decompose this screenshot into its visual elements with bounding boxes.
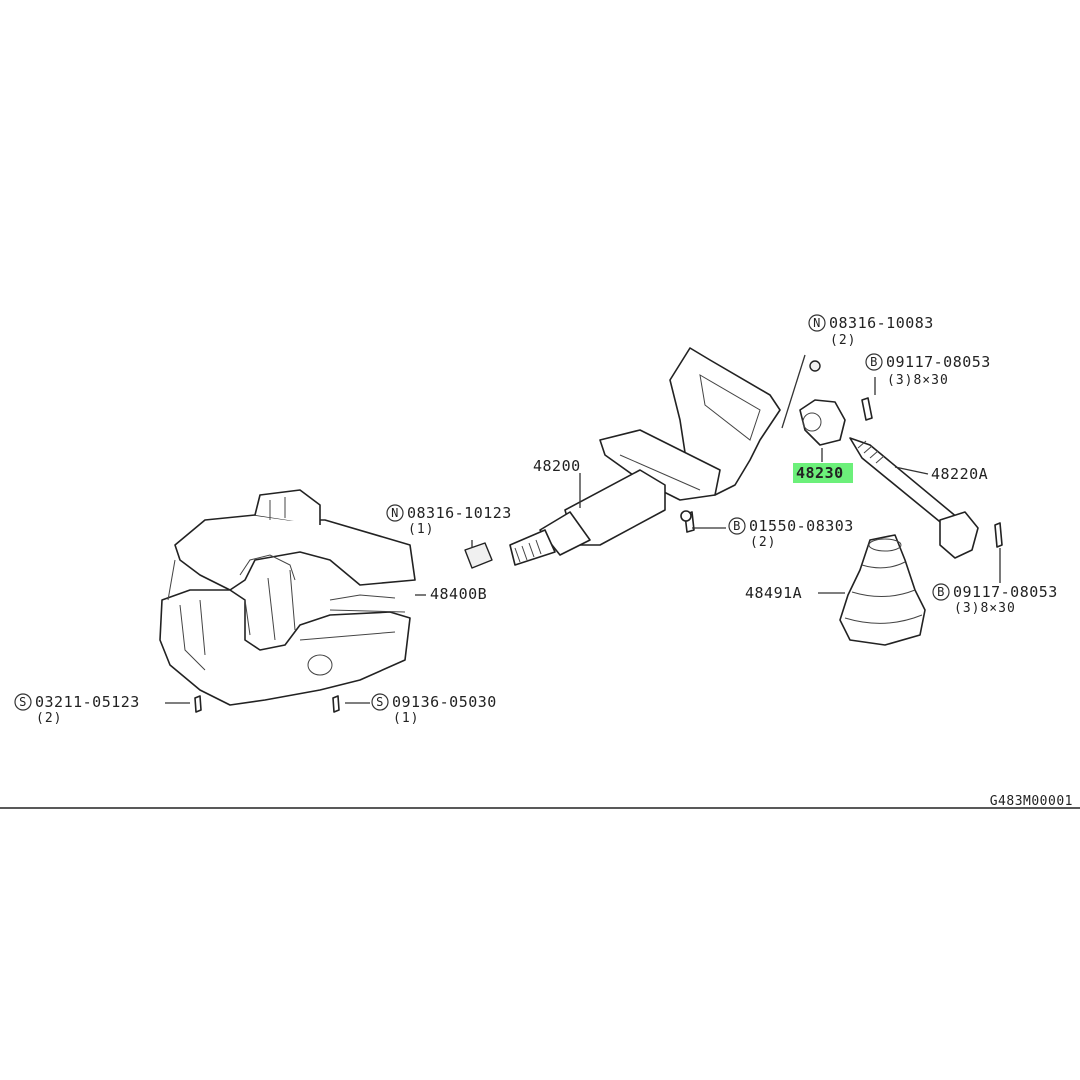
callout-b-icon bbox=[932, 583, 950, 601]
callout-part-number: 03211-05123 bbox=[35, 693, 140, 711]
callout-n-icon bbox=[808, 314, 826, 332]
callout-n-icon bbox=[386, 504, 404, 522]
callout-part-number: 01550-08303 bbox=[749, 517, 854, 535]
callout-b-09117-08053-bottom: B 09117-08053 (3)8×30 bbox=[932, 583, 1058, 616]
callout-quantity: (2) bbox=[36, 711, 62, 726]
part-label-48230: 48230 bbox=[796, 464, 844, 482]
part-label-48400b: 48400B bbox=[430, 585, 487, 603]
leader-lines bbox=[165, 354, 1001, 704]
callout-prefix: N bbox=[391, 506, 399, 520]
callout-quantity: (1) bbox=[408, 522, 434, 537]
callout-quantity: (3)8×30 bbox=[887, 373, 949, 388]
callout-part-number: 09117-08053 bbox=[886, 353, 991, 371]
callout-prefix: S bbox=[19, 695, 27, 709]
callout-prefix: B bbox=[733, 519, 741, 533]
callout-prefix: B bbox=[870, 355, 878, 369]
callout-quantity: (2) bbox=[750, 535, 776, 550]
diagram-code: G483M00001 bbox=[990, 794, 1073, 809]
callout-part-number: 09117-08053 bbox=[953, 583, 1058, 601]
steering-column-drawing bbox=[464, 347, 781, 569]
boot-drawing bbox=[839, 534, 926, 646]
callout-part-number: 08316-10083 bbox=[829, 314, 934, 332]
part-label-48200: 48200 bbox=[533, 457, 581, 475]
callout-b-icon bbox=[865, 353, 883, 371]
callout-prefix: N bbox=[813, 316, 821, 330]
callout-prefix: B bbox=[937, 585, 945, 599]
part-label-48491a: 48491A bbox=[745, 584, 802, 602]
callout-b-icon bbox=[728, 517, 746, 535]
callout-n-08316-10123: N 08316-10123 (1) bbox=[386, 504, 512, 537]
callout-part-number: 08316-10123 bbox=[407, 504, 512, 522]
callout-part-number: 09136-05030 bbox=[392, 693, 497, 711]
callout-n-08316-10083: N 08316-10083 (2) bbox=[808, 314, 934, 348]
callout-prefix: S bbox=[376, 695, 384, 709]
callout-quantity: (3)8×30 bbox=[954, 601, 1016, 616]
callout-quantity: (2) bbox=[830, 333, 856, 348]
joint-shaft-drawing bbox=[799, 360, 1003, 559]
callout-s-icon bbox=[371, 693, 389, 711]
part-label-48220a: 48220A bbox=[931, 465, 988, 483]
screws-drawing bbox=[194, 695, 340, 713]
callout-b-09117-08053-top: B 09117-08053 (3)8×30 bbox=[865, 353, 991, 388]
callout-b-01550-08303: B 01550-08303 (2) bbox=[728, 517, 854, 550]
callout-s-icon bbox=[14, 693, 32, 711]
highlight-48230 bbox=[793, 463, 853, 483]
callout-s-03211-05123: S 03211-05123 (2) bbox=[14, 693, 140, 726]
column-cover-drawing bbox=[159, 489, 416, 706]
callout-quantity: (1) bbox=[393, 711, 419, 726]
callout-s-09136-05030: S 09136-05030 (1) bbox=[371, 693, 497, 726]
